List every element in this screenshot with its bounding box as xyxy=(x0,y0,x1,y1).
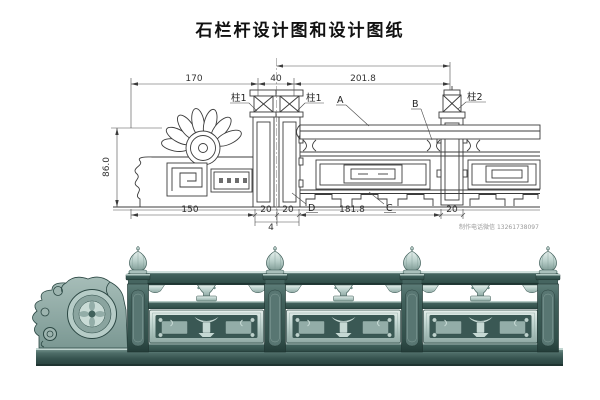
railing-bay-1 xyxy=(148,284,265,344)
rail-brackets xyxy=(302,139,481,152)
rails xyxy=(128,271,558,352)
watermark-text: 制作电话微信 13261738097 xyxy=(459,223,539,231)
label-a: A xyxy=(337,95,344,106)
meander-panel xyxy=(166,162,208,197)
dim-20-col1: 20 xyxy=(260,205,272,215)
dim-40: 40 xyxy=(270,74,282,84)
dimensions: 170 40 201.8 86.0 xyxy=(102,62,466,233)
rosette-petals xyxy=(79,301,105,327)
cad-pillar2 xyxy=(436,86,468,206)
drum-stone-render xyxy=(32,276,128,349)
dim-150: 150 xyxy=(181,205,198,215)
railing-bay-2 xyxy=(285,284,402,344)
label-d: D xyxy=(308,203,315,214)
post-3 xyxy=(399,245,425,353)
rosette xyxy=(185,130,221,166)
dim-170: 170 xyxy=(185,74,202,84)
cad-drum-stone xyxy=(134,108,259,208)
capital-right xyxy=(275,89,304,118)
dim-181-8: 181.8 xyxy=(339,205,365,215)
page-title: 石栏杆设计图和设计图纸 xyxy=(195,21,405,41)
post-1 xyxy=(125,245,151,353)
cad-pillar1-pair xyxy=(249,58,304,224)
callouts: 柱1 柱1 柱2 A B C D xyxy=(230,91,486,214)
dim-201-8: 201.8 xyxy=(350,74,376,84)
dim-20-pillar2: 20 xyxy=(446,205,458,215)
panel-2 xyxy=(467,159,541,190)
name-plaque xyxy=(210,168,253,193)
cad-drawing: 170 40 201.8 86.0 xyxy=(102,58,541,233)
label-pillar2: 柱2 xyxy=(467,91,483,103)
render-image xyxy=(32,245,563,366)
label-b: B xyxy=(412,99,419,110)
label-pillar1-right: 柱1 xyxy=(306,92,322,104)
dim-4-gap: 4 xyxy=(268,223,274,233)
capital-left xyxy=(249,89,278,118)
railing-bay-3 xyxy=(422,284,539,344)
post-4 xyxy=(535,245,561,353)
base-steps xyxy=(305,194,539,206)
post-2 xyxy=(262,245,288,353)
label-pillar1-left: 柱1 xyxy=(231,92,247,104)
fan-petals xyxy=(161,108,242,152)
dim-86: 86.0 xyxy=(102,157,112,177)
label-c: C xyxy=(386,203,393,214)
panel-1 xyxy=(315,159,431,190)
dim-20-col2: 20 xyxy=(282,205,294,215)
cad-railing xyxy=(296,124,541,206)
